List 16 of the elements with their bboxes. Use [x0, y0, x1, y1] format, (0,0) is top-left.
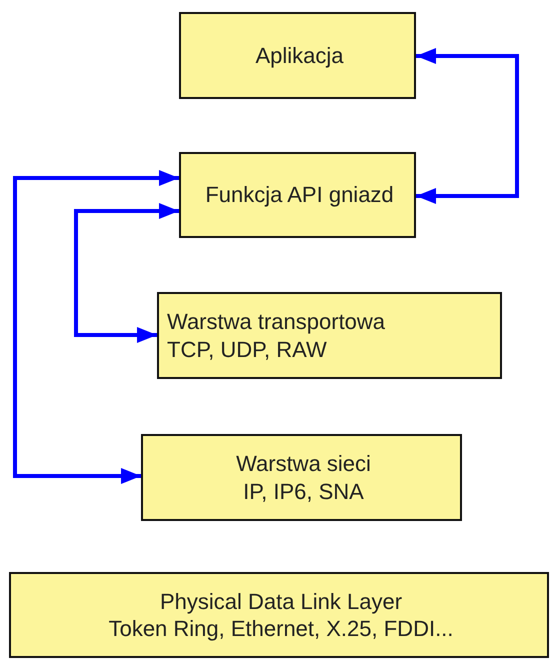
layer-box [157, 292, 502, 379]
layer-box [179, 12, 416, 99]
layer-box [141, 434, 462, 521]
layer-name: Physical Data Link Layer [158, 588, 404, 615]
protocol-list: TCP, UDP, RAW [167, 336, 500, 363]
protocol-list: Token Ring, Ethernet, X.25, FDDI... [15, 615, 547, 642]
connector-arrow [13, 170, 179, 484]
connector-arrow [74, 203, 179, 343]
layer-name: Funkcja API gniazd [204, 181, 395, 209]
layer-box [179, 152, 416, 238]
layer-name: Aplikacja [254, 42, 345, 70]
layer-name: Warstwa sieci [235, 450, 372, 478]
protocol-list: IP, IP6, SNA [147, 478, 460, 505]
layer-box [9, 572, 549, 658]
connector-arrow [416, 48, 519, 204]
layer-name: Warstwa transportowa [167, 308, 386, 336]
